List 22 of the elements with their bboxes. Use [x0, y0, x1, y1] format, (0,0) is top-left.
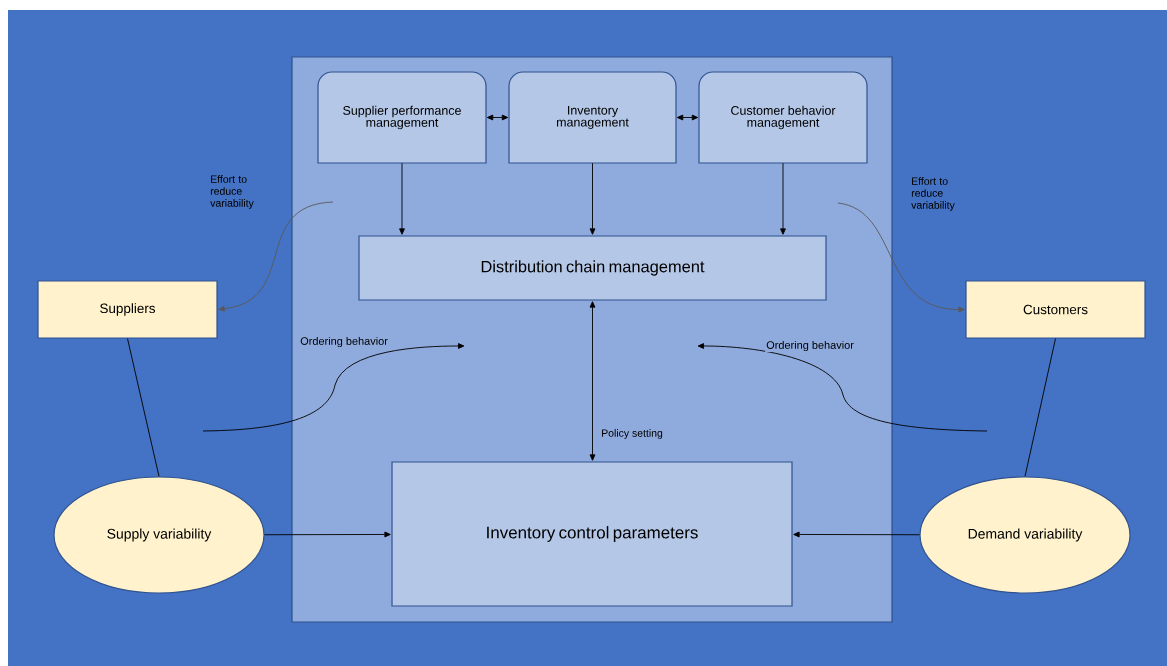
- annotation-text: Ordering behavior: [300, 336, 388, 348]
- entity-box: Customers: [965, 280, 1146, 339]
- edge-label: Effort to reduce variability: [210, 175, 254, 209]
- edge-label: Policy setting: [602, 429, 663, 439]
- arrow: [486, 114, 509, 121]
- arrow: [780, 162, 786, 235]
- arrow: [399, 162, 405, 235]
- arrow: [793, 531, 920, 538]
- arrow: [589, 162, 596, 235]
- process-box: Customer behavior management: [698, 71, 868, 164]
- process-box: Inventory control parameters: [391, 461, 793, 607]
- process-box: Distribution chain management: [358, 235, 827, 301]
- annotation-text: Ordering behavior: [766, 340, 854, 352]
- arrow: [218, 201, 334, 312]
- edge-label: Effort to reduce variability: [911, 177, 955, 211]
- arrow: [837, 202, 965, 313]
- arrow: [589, 301, 596, 461]
- process-box: Supplier performance management: [317, 71, 487, 164]
- arrow: [676, 114, 699, 121]
- entity-box: Suppliers: [37, 280, 218, 339]
- arrow: [264, 531, 391, 538]
- process-box: Inventory management: [508, 71, 677, 164]
